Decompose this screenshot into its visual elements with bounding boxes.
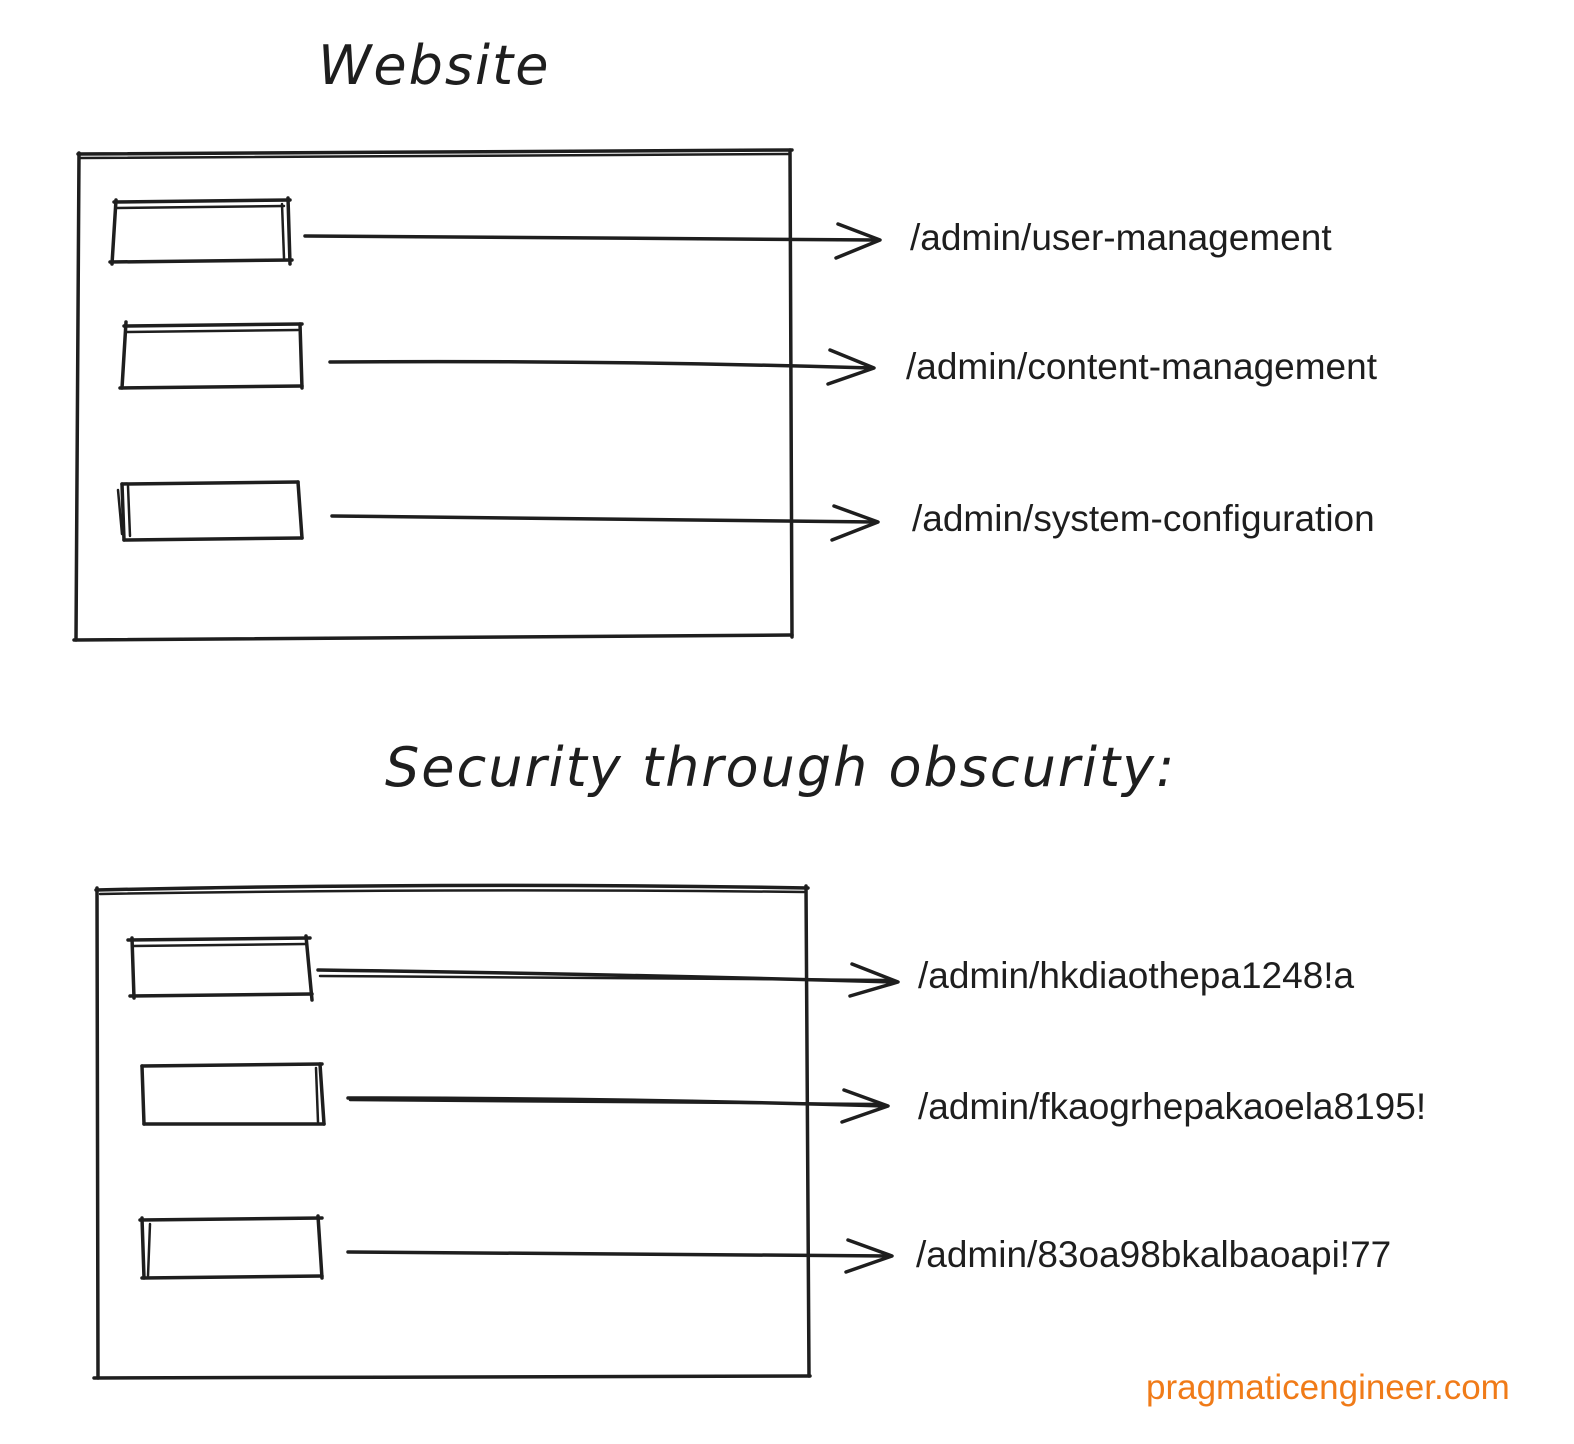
path-label-obscure-1: /admin/hkdiaothepa1248!a bbox=[918, 955, 1355, 996]
arrow-user-management bbox=[303, 222, 882, 260]
path-label-user-management: /admin/user-management bbox=[910, 217, 1332, 258]
obscurity-title: Security through obscurity: bbox=[385, 736, 1177, 799]
admin-button-user-management[interactable] bbox=[108, 196, 294, 266]
website-frame-bottom bbox=[92, 883, 812, 1380]
path-label-obscure-3: /admin/83oa98bkalbaoapi!77 bbox=[916, 1234, 1392, 1275]
admin-button-obscure-1[interactable] bbox=[126, 934, 314, 1002]
path-label-content-management: /admin/content-management bbox=[906, 346, 1377, 387]
admin-button-obscure-2[interactable] bbox=[140, 1062, 326, 1126]
admin-button-content-management[interactable] bbox=[118, 320, 304, 390]
website-title: Website bbox=[318, 34, 551, 97]
arrow-system-configuration bbox=[330, 504, 880, 542]
path-label-obscure-2: /admin/fkaogrhepakaoela8195! bbox=[918, 1086, 1427, 1127]
admin-button-obscure-3[interactable] bbox=[138, 1214, 324, 1280]
arrow-obscure-3 bbox=[346, 1238, 894, 1274]
website-frame-top bbox=[72, 148, 794, 642]
arrow-obscure-2 bbox=[346, 1088, 890, 1124]
brand-link[interactable]: pragmaticengineer.com bbox=[1146, 1368, 1510, 1407]
admin-button-system-configuration[interactable] bbox=[116, 480, 304, 542]
arrow-obscure-1 bbox=[316, 962, 900, 998]
arrow-content-management bbox=[328, 348, 876, 386]
path-label-system-configuration: /admin/system-configuration bbox=[912, 498, 1375, 539]
